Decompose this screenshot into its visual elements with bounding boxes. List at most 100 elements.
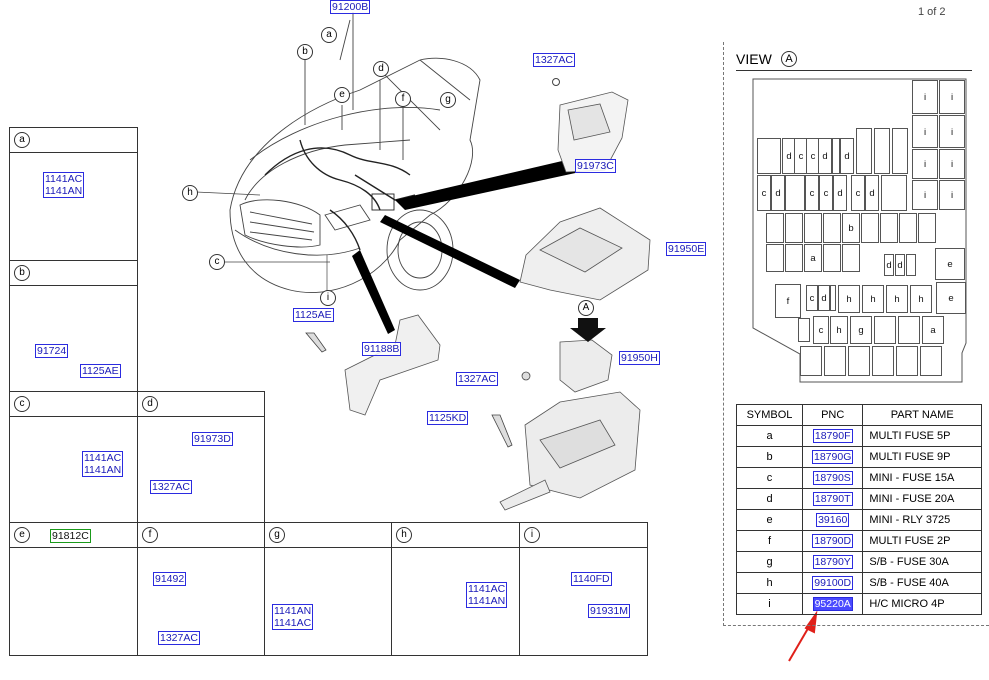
slot-row7-blank-1 (800, 346, 822, 376)
row-part-name: MINI - FUSE 20A (862, 488, 982, 510)
pnc-91950h[interactable]: 91950H (619, 351, 660, 365)
row-pnc[interactable]: 18790D (812, 534, 854, 548)
detail-e-header-pnc[interactable]: 91812C (50, 529, 91, 543)
detail-a-pnc-group[interactable]: 1141AC 1141AN (43, 172, 85, 198)
row-pnc[interactable]: 39160 (816, 513, 850, 527)
row-part-name: MINI - RLY 3725 (862, 509, 982, 531)
slot-row4-blank-3 (823, 244, 841, 272)
row-pnc[interactable]: 18790G (812, 450, 854, 464)
slot-row2-d: d (771, 175, 785, 211)
pnc-91188b[interactable]: 91188B (362, 342, 402, 356)
main-letter-b[interactable]: b (297, 44, 313, 60)
slot-i-2: i (939, 80, 965, 114)
detail-a-pnc-1[interactable]: 1141AC (45, 173, 83, 185)
header-symbol: SYMBOL (736, 404, 803, 426)
detail-letter-c: c (14, 396, 30, 412)
slot-i-5: i (912, 149, 938, 179)
detail-h-pnc-2[interactable]: 1141AN (468, 595, 506, 607)
detail-i-pnc-2[interactable]: 91931M (588, 604, 630, 618)
slot-i-3: i (912, 115, 938, 148)
pnc-1327ac-mid[interactable]: 1327AC (456, 372, 498, 386)
slot-row3-blank-4 (823, 213, 841, 243)
detail-b-pnc-2[interactable]: 1125AE (80, 364, 121, 378)
slot-row1-blank-2 (832, 138, 840, 174)
detail-letter-a: a (14, 132, 30, 148)
slot-row5-c: c (806, 285, 818, 311)
detail-c-pnc-1[interactable]: 1141AC (84, 452, 122, 464)
row-symbol: g (736, 551, 803, 573)
pnc-1125ae[interactable]: 1125AE (293, 308, 334, 322)
pnc-1125kd[interactable]: 1125KD (427, 411, 469, 425)
table-row: b 18790G MULTI FUSE 9P (736, 446, 982, 468)
slot-row5-h-3: h (886, 285, 908, 313)
detail-letter-g: g (269, 527, 285, 543)
detail-c-pnc-group[interactable]: 1141AC 1141AN (82, 451, 124, 477)
detail-i-pnc-1[interactable]: 1140FD (571, 572, 612, 586)
row-pnc-highlighted[interactable]: 95220A (812, 597, 853, 611)
table-row: e 39160 MINI - RLY 3725 (736, 509, 982, 531)
slot-row4-d-2: d (895, 254, 905, 276)
detail-cell-d: d (137, 391, 265, 523)
detail-letter-e: e (14, 527, 30, 543)
detail-d-pnc-1[interactable]: 91973D (192, 432, 233, 446)
main-letter-i[interactable]: i (320, 290, 336, 306)
detail-b-pnc-1[interactable]: 91724 (35, 344, 69, 358)
slot-row7-blank-6 (920, 346, 942, 376)
slot-row4-blank-5 (906, 254, 916, 276)
slot-row1-blank-3 (856, 128, 872, 174)
fuse-box-layout (752, 78, 967, 383)
row-pnc[interactable]: 18790S (812, 471, 853, 485)
row-part-name: S/B - FUSE 40A (862, 572, 982, 594)
detail-letter-f: f (142, 527, 158, 543)
main-letter-a[interactable]: a (321, 27, 337, 43)
main-letter-d[interactable]: d (373, 61, 389, 77)
slot-row3-blank-1 (766, 213, 784, 243)
row-symbol: d (736, 488, 803, 510)
detail-g-pnc-1[interactable]: 1141AN (274, 605, 312, 617)
detail-d-pnc-2[interactable]: 1327AC (150, 480, 192, 494)
slot-row4-a: a (804, 244, 822, 272)
slot-row1-blank-4 (874, 128, 890, 174)
slot-row3-blank-6 (880, 213, 898, 243)
pnc-91200b[interactable]: 91200B (330, 0, 371, 14)
main-letter-f[interactable]: f (395, 91, 411, 107)
detail-g-pnc-group[interactable]: 1141AN 1141AC (272, 604, 314, 630)
main-letter-e[interactable]: e (334, 87, 350, 103)
view-title-rule (736, 70, 972, 71)
main-letter-h[interactable]: h (182, 185, 198, 201)
detail-a-pnc-2[interactable]: 1141AN (45, 185, 83, 197)
main-letter-g[interactable]: g (440, 92, 456, 108)
detail-g-pnc-2[interactable]: 1141AC (274, 617, 312, 629)
slot-row5-h-4: h (910, 285, 932, 313)
row-symbol: c (736, 467, 803, 489)
slot-row3-b: b (842, 213, 860, 243)
slot-row2-c-2: c (805, 175, 819, 211)
row-pnc[interactable]: 99100D (812, 576, 854, 590)
main-letter-c[interactable]: c (209, 254, 225, 270)
row-part-name: MULTI FUSE 2P (862, 530, 982, 552)
slot-row5-h-1: h (838, 285, 860, 313)
row-part-name: S/B - FUSE 30A (862, 551, 982, 573)
row-pnc[interactable]: 18790Y (812, 555, 853, 569)
slot-row2-c: c (757, 175, 771, 211)
detail-f-pnc-2[interactable]: 1327AC (158, 631, 200, 645)
detail-h-pnc-group[interactable]: 1141AC 1141AN (466, 582, 508, 608)
detail-cell-e: e (9, 522, 138, 656)
detail-h-pnc-1[interactable]: 1141AC (468, 583, 506, 595)
slot-row2-blank-2 (881, 175, 907, 211)
detail-c-pnc-2[interactable]: 1141AN (84, 464, 122, 476)
row-pnc[interactable]: 18790T (812, 492, 853, 506)
detail-f-pnc-1[interactable]: 91492 (153, 572, 187, 586)
slot-row6-blank-2 (874, 316, 896, 344)
row-symbol: h (736, 572, 803, 594)
row-pnc[interactable]: 18790F (812, 429, 853, 443)
row-part-name: MULTI FUSE 5P (862, 425, 982, 447)
view-a-marker[interactable]: A (578, 300, 594, 316)
table-row: a 18790F MULTI FUSE 5P (736, 425, 982, 447)
pnc-91950e[interactable]: 91950E (666, 242, 707, 256)
pnc-1327ac-top[interactable]: 1327AC (533, 53, 575, 67)
table-row: g 18790Y S/B - FUSE 30A (736, 551, 982, 573)
slot-row4-blank-1 (766, 244, 784, 272)
pnc-91973c[interactable]: 91973C (575, 159, 616, 173)
slot-i-8: i (939, 180, 965, 210)
